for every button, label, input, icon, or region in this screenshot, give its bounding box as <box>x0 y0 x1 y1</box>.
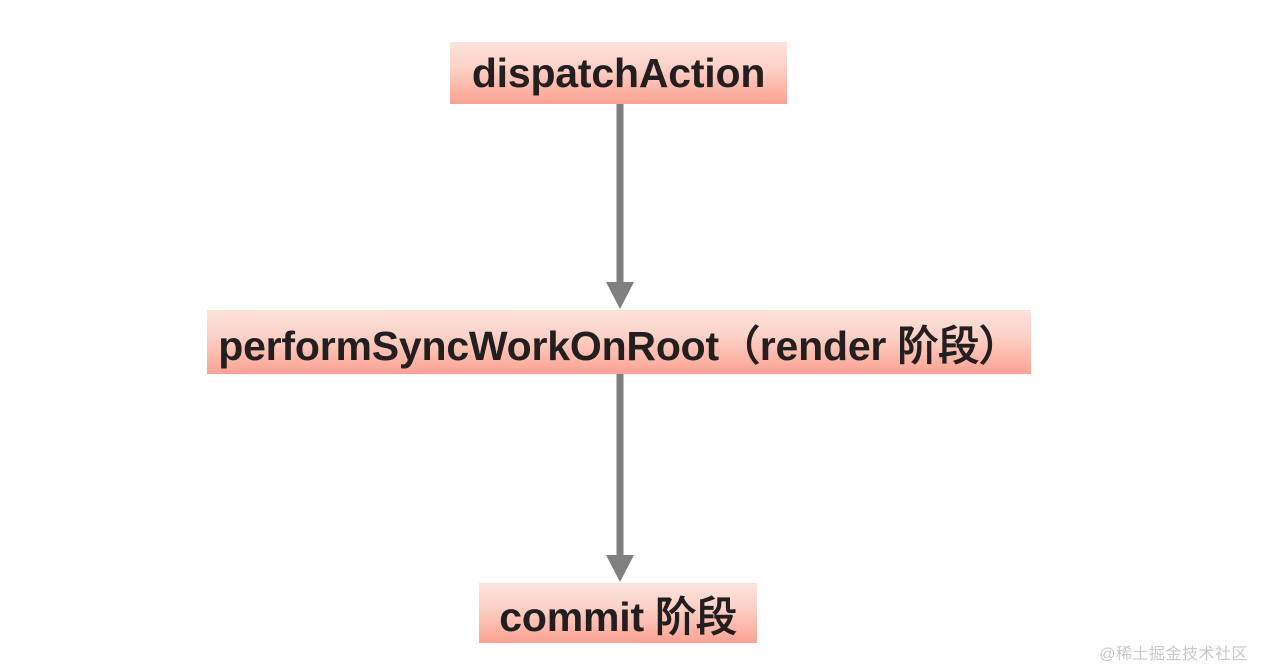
node-perform-sync-work-on-root: performSyncWorkOnRoot（render 阶段） <box>207 310 1031 374</box>
node-perform-sync-work-on-root-label: performSyncWorkOnRoot（render 阶段） <box>218 323 1020 369</box>
edge-perform-to-commit <box>606 374 634 582</box>
node-commit-phase: commit 阶段 <box>479 583 757 643</box>
node-dispatch-action: dispatchAction <box>450 42 787 104</box>
edge-dispatch-to-perform <box>606 104 634 309</box>
watermark: @稀土掘金技术社区 <box>1099 646 1248 663</box>
node-dispatch-action-label: dispatchAction <box>471 49 766 96</box>
node-commit-phase-label: commit 阶段 <box>499 594 737 640</box>
